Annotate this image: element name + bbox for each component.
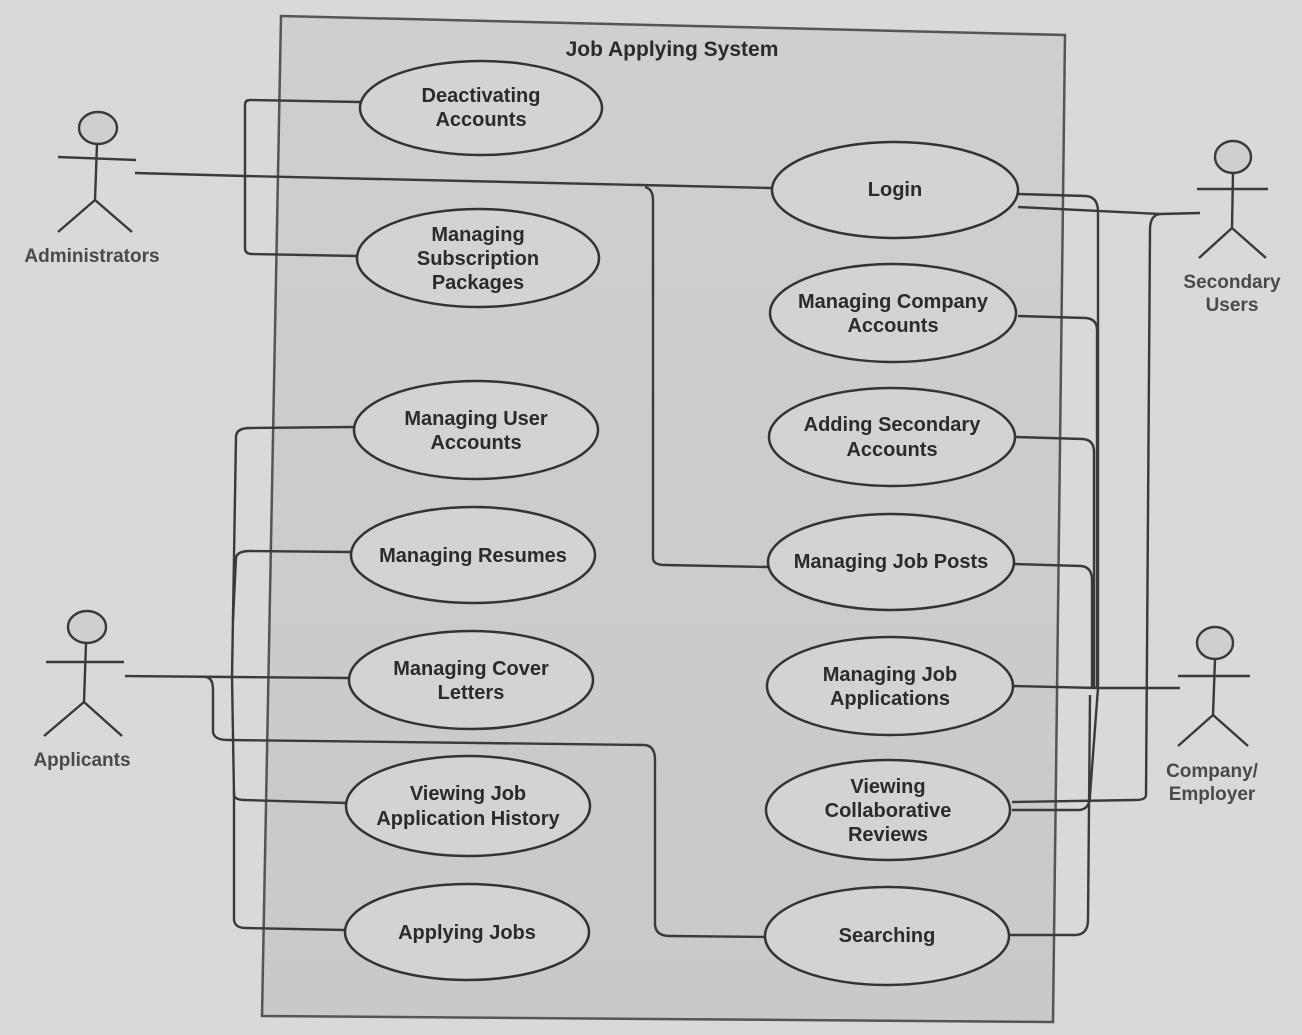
use-case-label: Viewing: [850, 776, 925, 798]
use-case-label: Managing Job: [823, 664, 957, 686]
stick-figure-icon: [57, 110, 137, 233]
stick-figure-icon: [43, 609, 124, 737]
use-case-label: Applying Jobs: [398, 922, 536, 944]
actor-company-employer: Company/ Employer: [1166, 625, 1259, 805]
actor-secondary-users: Secondary Users: [1183, 139, 1281, 316]
secondary-login-link: [1017, 205, 1161, 216]
use-case-viewing-job-application-history: Viewing Job Application History: [344, 754, 592, 858]
admin-login-link: [244, 174, 773, 190]
use-case-label: Managing Company: [798, 291, 989, 313]
actor-label: Company/: [1166, 761, 1259, 782]
use-case-label: Searching: [839, 925, 936, 947]
actor-label: Users: [1206, 295, 1259, 316]
admin-deactivating-link: [243, 98, 361, 176]
use-case-label: Managing Resumes: [379, 545, 567, 567]
company-searching-link: [1010, 694, 1092, 937]
applicant-coverletters-link: [231, 675, 350, 680]
use-case-label: Packages: [432, 272, 524, 294]
use-case-searching: Searching: [763, 885, 1011, 987]
stick-figure-icon: [1197, 139, 1268, 259]
use-case-managing-resumes: Managing Resumes: [349, 505, 597, 605]
company-login-link: [1017, 192, 1100, 688]
actor-administrators: Administrators: [24, 110, 160, 267]
use-case-applying-jobs: Applying Jobs: [343, 882, 591, 982]
use-case-label: Accounts: [430, 432, 521, 454]
actor-label: Applicants: [33, 750, 130, 771]
connection-lines: [124, 98, 1201, 939]
use-case-label: Reviews: [848, 824, 928, 846]
use-case-label: Viewing Job: [410, 783, 526, 805]
use-case-label: Accounts: [846, 439, 937, 461]
stick-figure-icon: [1177, 625, 1250, 747]
actor-applicants: Applicants: [33, 609, 131, 771]
applicant-useraccounts-link: [230, 425, 355, 678]
actor-label: Employer: [1169, 784, 1256, 805]
use-case-login: Login: [770, 140, 1020, 240]
admin-jobposts-link: [644, 185, 769, 569]
applicant-line: [124, 674, 233, 679]
use-case-managing-job-applications: Managing Job Applications: [765, 635, 1015, 737]
use-case-label: Managing User: [404, 408, 548, 430]
actor-label: Administrators: [24, 246, 159, 267]
use-case-label: Subscription: [417, 248, 539, 270]
use-case-deactivating-accounts: Deactivating Accounts: [358, 59, 604, 157]
use-case-label: Accounts: [847, 315, 938, 337]
company-companyaccounts-link: [1017, 314, 1099, 688]
use-case-label: Adding Secondary: [804, 414, 982, 436]
actor-label: Secondary: [1183, 272, 1281, 293]
admin-line: [134, 171, 246, 178]
secondary-trunk: [1011, 212, 1161, 804]
use-case-managing-cover-letters: Managing Cover Letters: [347, 629, 595, 731]
use-case-label: Letters: [438, 682, 505, 704]
use-case-viewing-collaborative-reviews: Viewing Collaborative Reviews: [764, 758, 1012, 862]
applicant-applying-link: [232, 790, 346, 932]
use-case-label: Collaborative: [825, 800, 952, 822]
system-title: Job Applying System: [566, 38, 779, 61]
use-case-label: Accounts: [435, 109, 526, 131]
company-managingapps-link: [1011, 684, 1099, 690]
admin-subscription-link: [243, 176, 359, 258]
company-addsecondary-link: [1015, 435, 1096, 688]
secondary-line: [1159, 211, 1201, 216]
use-case-label: Managing Cover: [393, 658, 549, 680]
applicant-resumes-link: [231, 549, 352, 621]
use-case-managing-user-accounts: Managing User Accounts: [352, 379, 600, 481]
company-jobposts-link: [1013, 562, 1094, 688]
use-case-managing-company-accounts: Managing Company Accounts: [768, 262, 1018, 364]
use-case-label: Managing: [431, 224, 524, 246]
use-case-managing-job-posts: Managing Job Posts: [766, 512, 1016, 612]
applicant-searching-link: [204, 675, 766, 939]
use-case-label: Deactivating: [422, 85, 541, 107]
use-case-adding-secondary-accounts: Adding Secondary Accounts: [767, 386, 1017, 488]
use-case-managing-subscription-packages: Managing Subscription Packages: [355, 207, 601, 309]
use-case-label: Managing Job Posts: [794, 551, 988, 573]
use-case-label: Applications: [830, 688, 950, 710]
use-case-label: Login: [868, 179, 922, 201]
use-case-label: Application History: [376, 808, 560, 830]
